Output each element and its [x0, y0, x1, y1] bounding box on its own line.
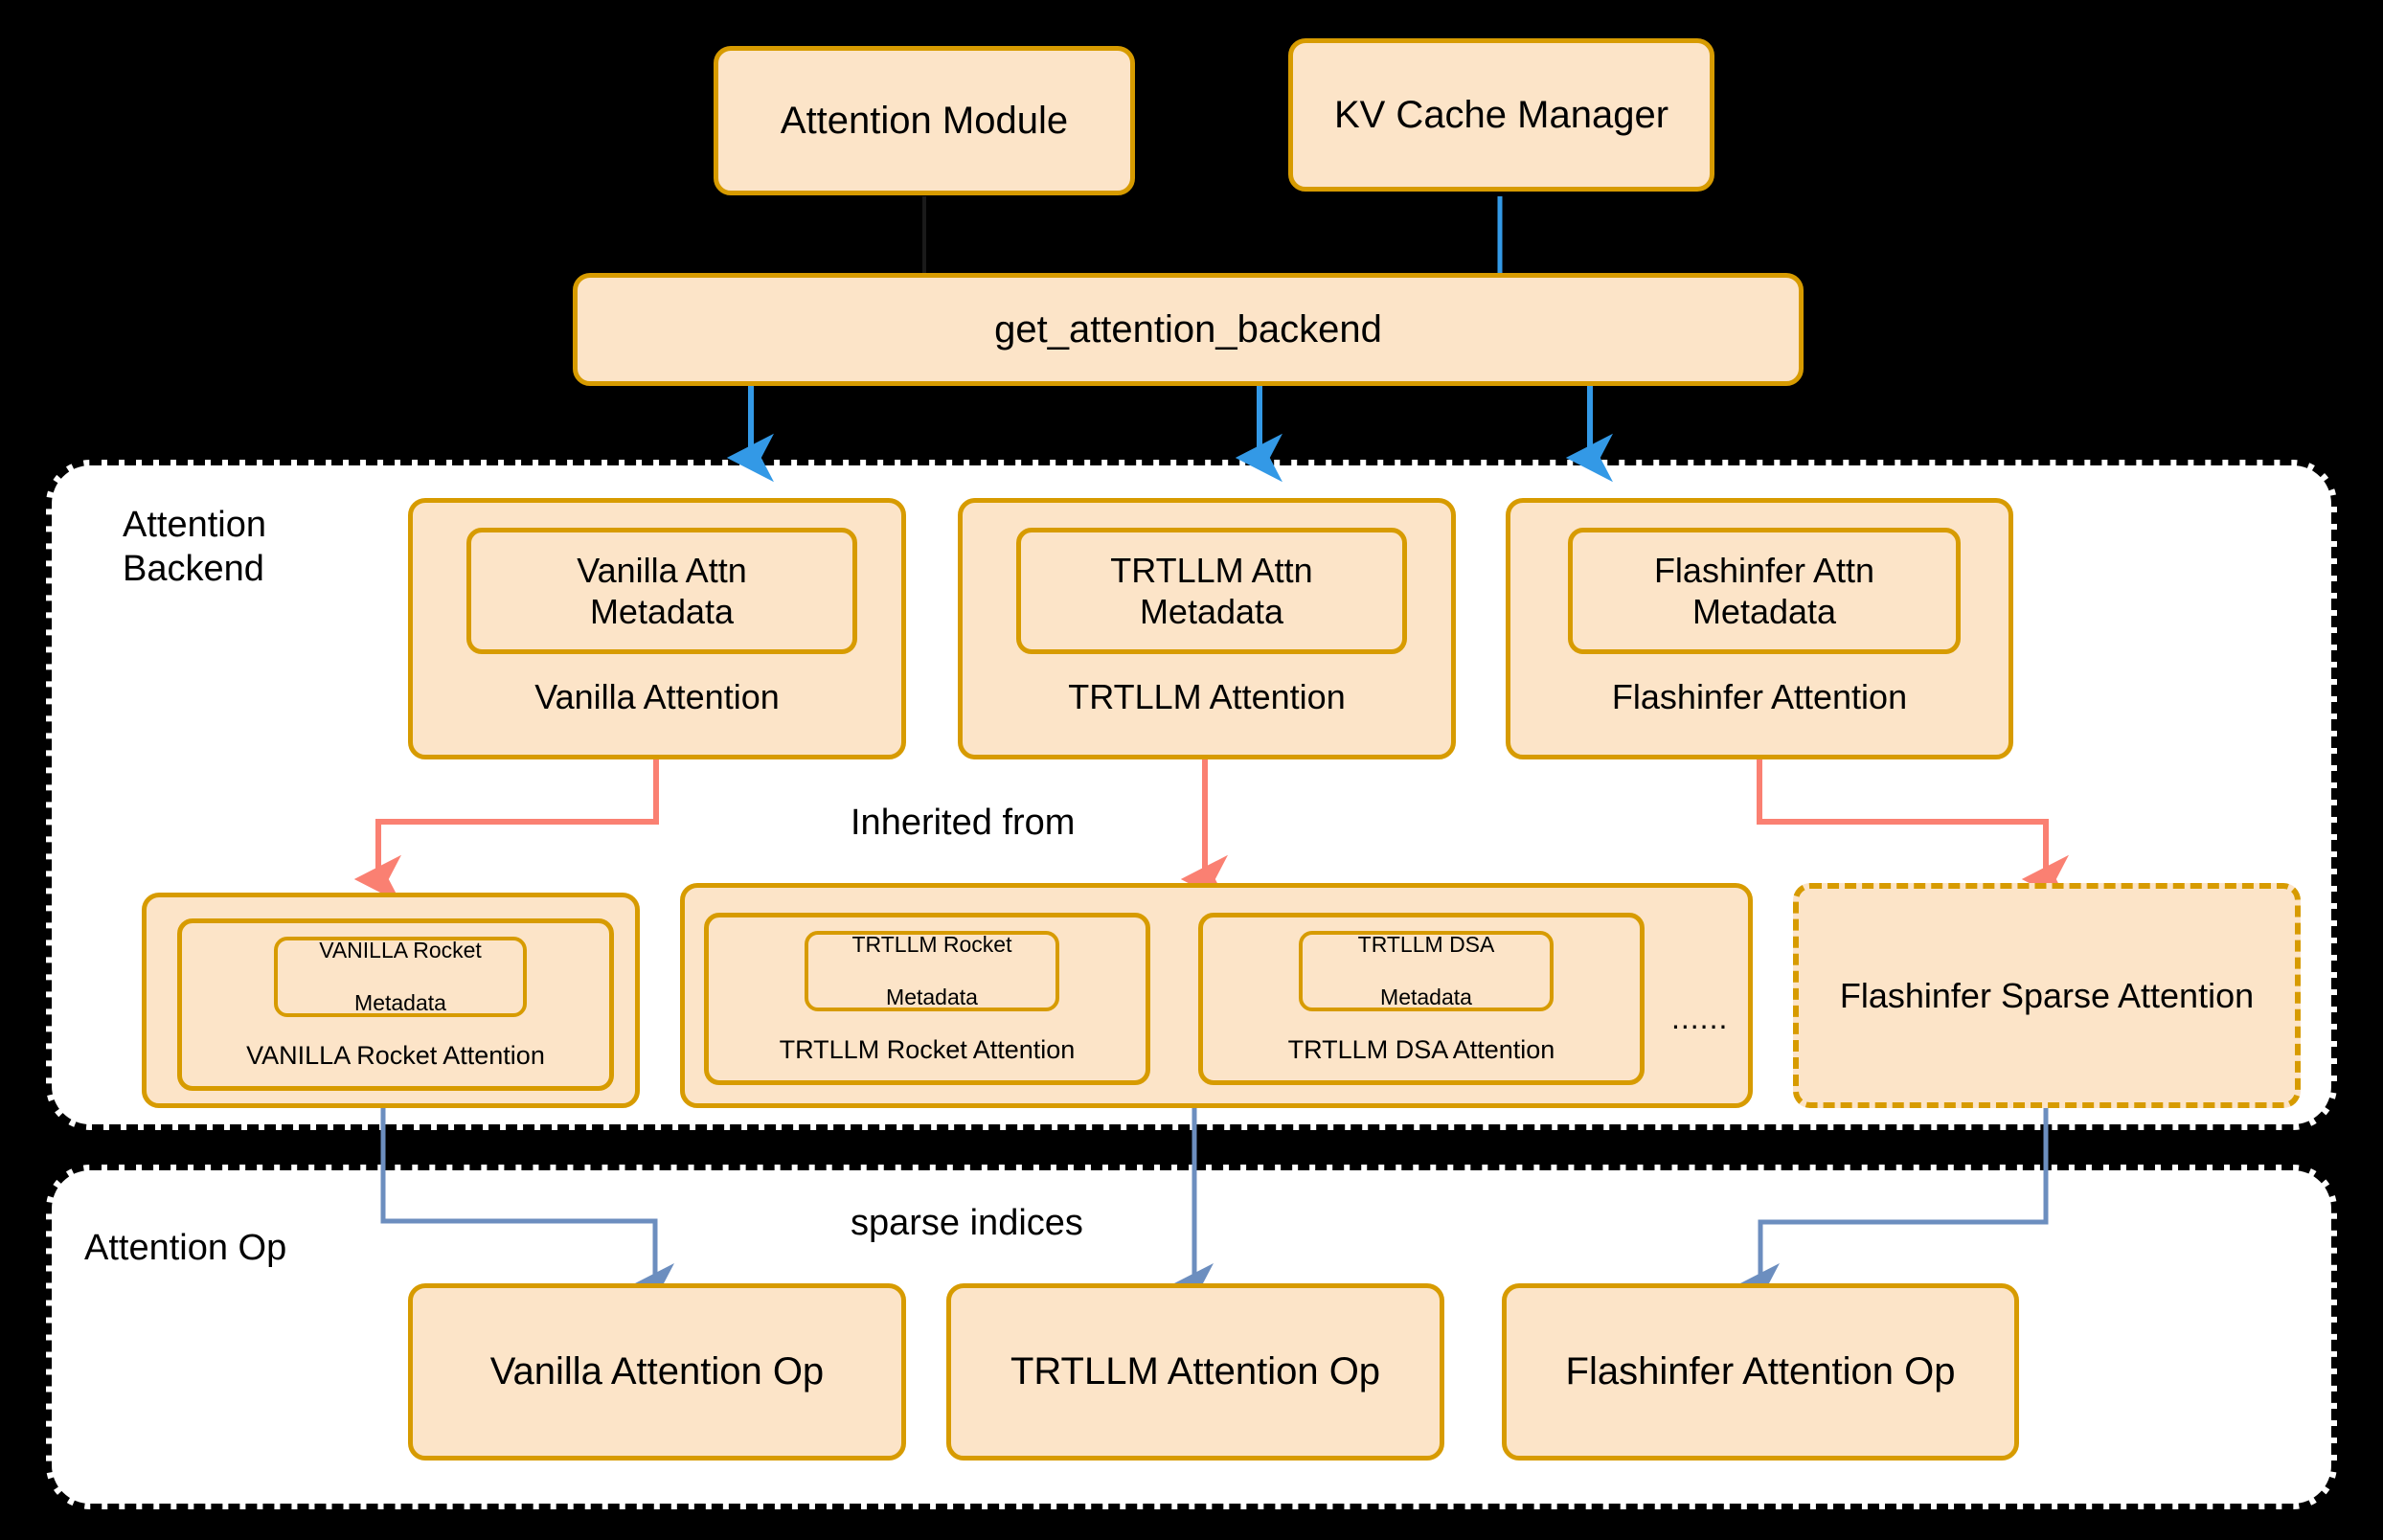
get-attention-backend-box[interactable]: get_attention_backend: [573, 273, 1804, 386]
vanilla-attention-label: Vanilla Attention: [534, 677, 780, 716]
trtllm-attn-metadata-box[interactable]: TRTLLM Attn Metadata: [1016, 528, 1407, 654]
flashinfer-attention-label: Flashinfer Attention: [1611, 677, 1908, 716]
sparse-indices-label: sparse indices: [851, 1203, 1083, 1243]
vanilla-attn-metadata-box[interactable]: Vanilla Attn Metadata: [466, 528, 857, 654]
trtllm-rocket-attention-box[interactable]: TRTLLM Rocket Metadata TRTLLM Rocket Att…: [704, 913, 1150, 1085]
flashinfer-attention-op-box[interactable]: Flashinfer Attention Op: [1502, 1283, 2019, 1461]
attention-op-section-label: Attention Op: [84, 1228, 287, 1268]
trtllm-dsa-attention-label: TRTLLM DSA Attention: [1287, 1035, 1555, 1064]
vanilla-sparse-group: VANILLA Rocket Metadata VANILLA Rocket A…: [142, 893, 640, 1108]
trtllm-attention-op-box[interactable]: TRTLLM Attention Op: [946, 1283, 1444, 1461]
flashinfer-attention-backend[interactable]: Flashinfer Attn Metadata Flashinfer Atte…: [1506, 498, 2013, 759]
vanilla-rocket-attention-box[interactable]: VANILLA Rocket Metadata VANILLA Rocket A…: [177, 918, 614, 1091]
flashinfer-sparse-attention-box[interactable]: Flashinfer Sparse Attention: [1793, 883, 2301, 1108]
inherited-from-label: Inherited from: [851, 803, 1076, 843]
kv-cache-manager-box[interactable]: KV Cache Manager: [1288, 38, 1714, 192]
trtllm-dsa-metadata-box[interactable]: TRTLLM DSA Metadata: [1299, 931, 1554, 1011]
trtllm-rocket-metadata-box[interactable]: TRTLLM Rocket Metadata: [805, 931, 1059, 1011]
trtllm-rocket-attention-label: TRTLLM Rocket Attention: [779, 1035, 1076, 1064]
vanilla-attention-backend[interactable]: Vanilla Attn Metadata Vanilla Attention: [408, 498, 906, 759]
vanilla-rocket-attention-label: VANILLA Rocket Attention: [246, 1041, 545, 1070]
trtllm-sparse-group: TRTLLM Rocket Metadata TRTLLM Rocket Att…: [680, 883, 1753, 1108]
attention-module-box[interactable]: Attention Module: [714, 46, 1135, 195]
trtllm-attention-label: TRTLLM Attention: [1068, 677, 1346, 716]
more-backends-ellipsis: ......: [1671, 1001, 1729, 1035]
attention-backend-section-label: Attention Backend: [123, 505, 266, 590]
flashinfer-attn-metadata-box[interactable]: Flashinfer Attn Metadata: [1568, 528, 1961, 654]
vanilla-attention-op-box[interactable]: Vanilla Attention Op: [408, 1283, 906, 1461]
trtllm-dsa-attention-box[interactable]: TRTLLM DSA Metadata TRTLLM DSA Attention: [1198, 913, 1645, 1085]
trtllm-attention-backend[interactable]: TRTLLM Attn Metadata TRTLLM Attention: [958, 498, 1456, 759]
vanilla-rocket-metadata-box[interactable]: VANILLA Rocket Metadata: [274, 937, 527, 1017]
